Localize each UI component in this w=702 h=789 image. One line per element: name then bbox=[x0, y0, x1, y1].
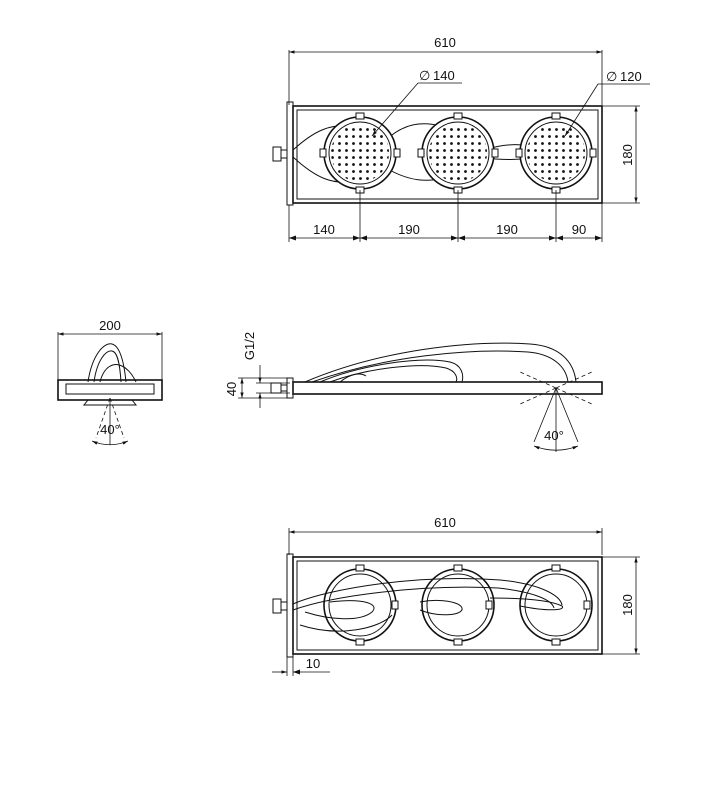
bottom-head-rings bbox=[323, 564, 593, 646]
side-angle-label: 40° bbox=[544, 428, 564, 443]
top-dim-segment-4-label: 90 bbox=[572, 222, 586, 237]
top-shower-head-1 bbox=[319, 112, 401, 194]
top-wall-flange bbox=[286, 101, 294, 206]
top-frame-inner bbox=[296, 109, 599, 200]
bottom-dim-total-label: 610 bbox=[434, 515, 456, 530]
end-view: 200 40° bbox=[57, 318, 163, 446]
end-angle-label: 40° bbox=[100, 422, 120, 437]
top-shower-head-2 bbox=[417, 112, 499, 194]
side-thread: G1/2 bbox=[242, 332, 290, 408]
bottom-frame-inner bbox=[296, 560, 599, 651]
end-hose-loop bbox=[87, 343, 127, 383]
top-view: 610 bbox=[272, 35, 650, 242]
top-dim-height-label: 180 bbox=[620, 144, 635, 166]
diameter-symbol-1: ∅ bbox=[419, 68, 430, 83]
side-dim-thickness: 40 bbox=[224, 377, 287, 399]
end-dim-width: 200 bbox=[57, 318, 163, 382]
side-dim-thickness-label: 40 bbox=[224, 382, 239, 396]
top-dim-diameter-140-label: 140 bbox=[433, 68, 455, 83]
side-inlet-nut bbox=[270, 382, 282, 394]
top-dim-total-label: 610 bbox=[434, 35, 456, 50]
bottom-dim-total: 610 bbox=[288, 515, 603, 555]
diameter-symbol-2: ∅ bbox=[606, 69, 617, 84]
top-dim-segment-3-label: 190 bbox=[496, 222, 518, 237]
bottom-view: 610 bbox=[272, 515, 640, 676]
top-shower-head-3 bbox=[515, 112, 597, 194]
top-dim-segment-2-label: 190 bbox=[398, 222, 420, 237]
top-inlet-nut bbox=[272, 146, 282, 162]
top-frame-outer bbox=[292, 105, 603, 204]
bottom-dim-height: 180 bbox=[602, 556, 640, 655]
top-dim-diameter-140: ∅ 140 bbox=[371, 68, 462, 137]
top-dim-diameter-120-label: 120 bbox=[620, 69, 642, 84]
top-dim-height: 180 bbox=[602, 105, 640, 204]
bottom-dim-offset-label: 10 bbox=[306, 656, 320, 671]
end-dim-width-label: 200 bbox=[99, 318, 121, 333]
side-thread-label: G1/2 bbox=[242, 332, 257, 360]
side-view: 40° G1/2 40 bbox=[224, 332, 603, 452]
side-wall-flange bbox=[286, 377, 294, 399]
bottom-inlet-nut bbox=[272, 598, 282, 614]
side-hoses bbox=[304, 342, 577, 383]
bottom-hoses bbox=[292, 578, 564, 632]
end-body bbox=[57, 379, 163, 401]
bottom-dim-offset: 10 bbox=[272, 656, 330, 676]
top-dim-diameter-120: ∅ 120 bbox=[564, 69, 650, 137]
top-dim-segment-1-label: 140 bbox=[313, 222, 335, 237]
top-dim-total: 610 bbox=[288, 35, 603, 105]
bottom-dim-height-label: 180 bbox=[620, 594, 635, 616]
bottom-wall-flange bbox=[286, 553, 294, 658]
top-dim-segments: 140 190 190 90 bbox=[288, 190, 603, 242]
top-inlet-pipe bbox=[280, 149, 288, 159]
bottom-frame-outer bbox=[292, 556, 603, 655]
